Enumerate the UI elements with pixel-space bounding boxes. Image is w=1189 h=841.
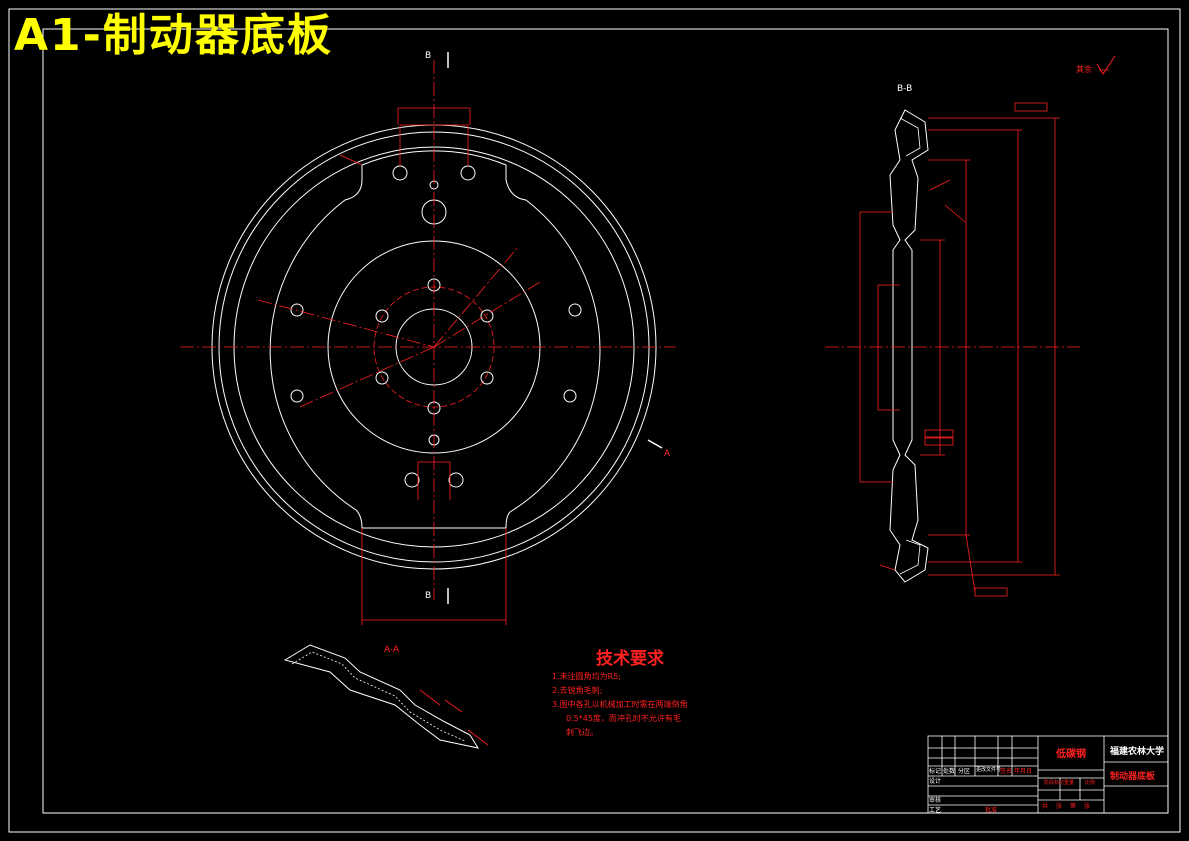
drawing-title: A1-制动器底板 bbox=[14, 10, 333, 61]
tb-row-label-5: 年月日 bbox=[1014, 768, 1033, 775]
tb-row-label-3: 更改文件号 bbox=[976, 767, 1002, 773]
roughness-symbol: 其余 bbox=[1076, 55, 1116, 75]
tech-requirement-2: 2.去锐角毛刺; bbox=[552, 686, 603, 695]
tb-stage-label-0: 阶段标记 bbox=[1044, 780, 1065, 786]
tb-side-label-2: 工艺 bbox=[929, 807, 942, 814]
tb-row-label-2: 分区 bbox=[958, 768, 971, 775]
plate-inner-outline bbox=[269, 150, 601, 529]
tech-requirements-list: 1.未注圆角均为R5; 2.去锐角毛刺; 3.图中各孔以机械加工时需在两端倒角 … bbox=[552, 670, 688, 740]
roughness-note: 其余 bbox=[1076, 64, 1092, 74]
bb-top-lip bbox=[899, 117, 921, 157]
title-block-material: 低碳钢 bbox=[1056, 749, 1086, 760]
tb-side-label-3: 批准 bbox=[985, 807, 998, 814]
side-holes bbox=[290, 303, 582, 403]
tb-row-label-0: 标记 bbox=[929, 768, 942, 775]
inner-frame bbox=[42, 28, 1169, 814]
section-aa-view: A-A bbox=[283, 644, 489, 749]
front-dimensions bbox=[339, 107, 507, 625]
tech-requirement-1: 1.未注圆角均为R5; bbox=[552, 672, 621, 681]
title-block-grid bbox=[927, 735, 1169, 814]
tech-requirement-3: 3.图中各孔以机械加工时需在两端倒角 bbox=[552, 700, 688, 709]
centerlines bbox=[180, 60, 676, 600]
tb-sheet-label-3: 张 bbox=[1084, 803, 1091, 810]
aa-profile-outline bbox=[283, 644, 480, 749]
tech-requirements-heading: 技术要求 bbox=[596, 649, 664, 669]
tb-stage-label-1: 重量 bbox=[1064, 780, 1075, 786]
section-label-b-top: B bbox=[425, 51, 431, 61]
tb-sheet-label-2: 第 bbox=[1070, 803, 1077, 810]
roughness-check-icon bbox=[1096, 55, 1116, 75]
tb-row-label-4: 签名 bbox=[1000, 768, 1013, 775]
section-label-a: A bbox=[664, 449, 671, 459]
tb-stage-label-2: 比例 bbox=[1085, 780, 1096, 786]
tb-side-label-1: 审核 bbox=[929, 797, 942, 804]
tb-side-label-0: 设计 bbox=[929, 778, 942, 785]
title-block-part-name: 制动器底板 bbox=[1110, 772, 1156, 782]
bb-dimensions bbox=[859, 117, 1060, 593]
tb-sheet-label-1: 张 bbox=[1056, 803, 1063, 810]
front-view: B B A bbox=[180, 51, 676, 625]
tech-requirement-3-cont: 0.5*45度，而冲孔时不允许有毛 bbox=[566, 714, 681, 723]
aa-hatch bbox=[291, 651, 466, 742]
bb-view-label: B-B bbox=[897, 84, 912, 94]
tb-sheet-label-0: 共 bbox=[1042, 803, 1049, 810]
tolerance-frames bbox=[924, 102, 1048, 597]
bb-bottom-lip bbox=[899, 539, 921, 575]
tb-row-label-1: 处数 bbox=[943, 768, 956, 775]
section-cut-marks bbox=[447, 52, 663, 604]
title-block-school: 福建农林大学 bbox=[1110, 747, 1165, 757]
section-bb-view: B-B bbox=[825, 84, 1080, 597]
tech-requirement-3-end: 刺飞边。 bbox=[566, 728, 598, 737]
aa-dimensions bbox=[419, 689, 489, 746]
bb-profile-outline bbox=[889, 109, 929, 583]
aa-view-label: A-A bbox=[384, 645, 400, 655]
outer-border bbox=[8, 8, 1181, 833]
section-label-b-bottom: B bbox=[425, 591, 431, 601]
